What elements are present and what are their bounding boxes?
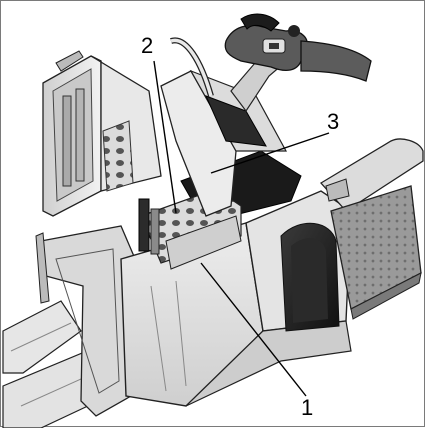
tiller-handle <box>224 13 372 113</box>
callout-3: 3 <box>327 109 339 134</box>
callout-leaders <box>153 60 330 397</box>
load-guard-frame <box>35 225 137 417</box>
truck-chassis <box>120 190 352 407</box>
callout-1: 1 <box>301 395 313 420</box>
callout-2: 2 <box>141 33 153 58</box>
operator-platform <box>319 138 424 320</box>
battery-unit <box>160 37 288 217</box>
mast <box>42 50 162 217</box>
